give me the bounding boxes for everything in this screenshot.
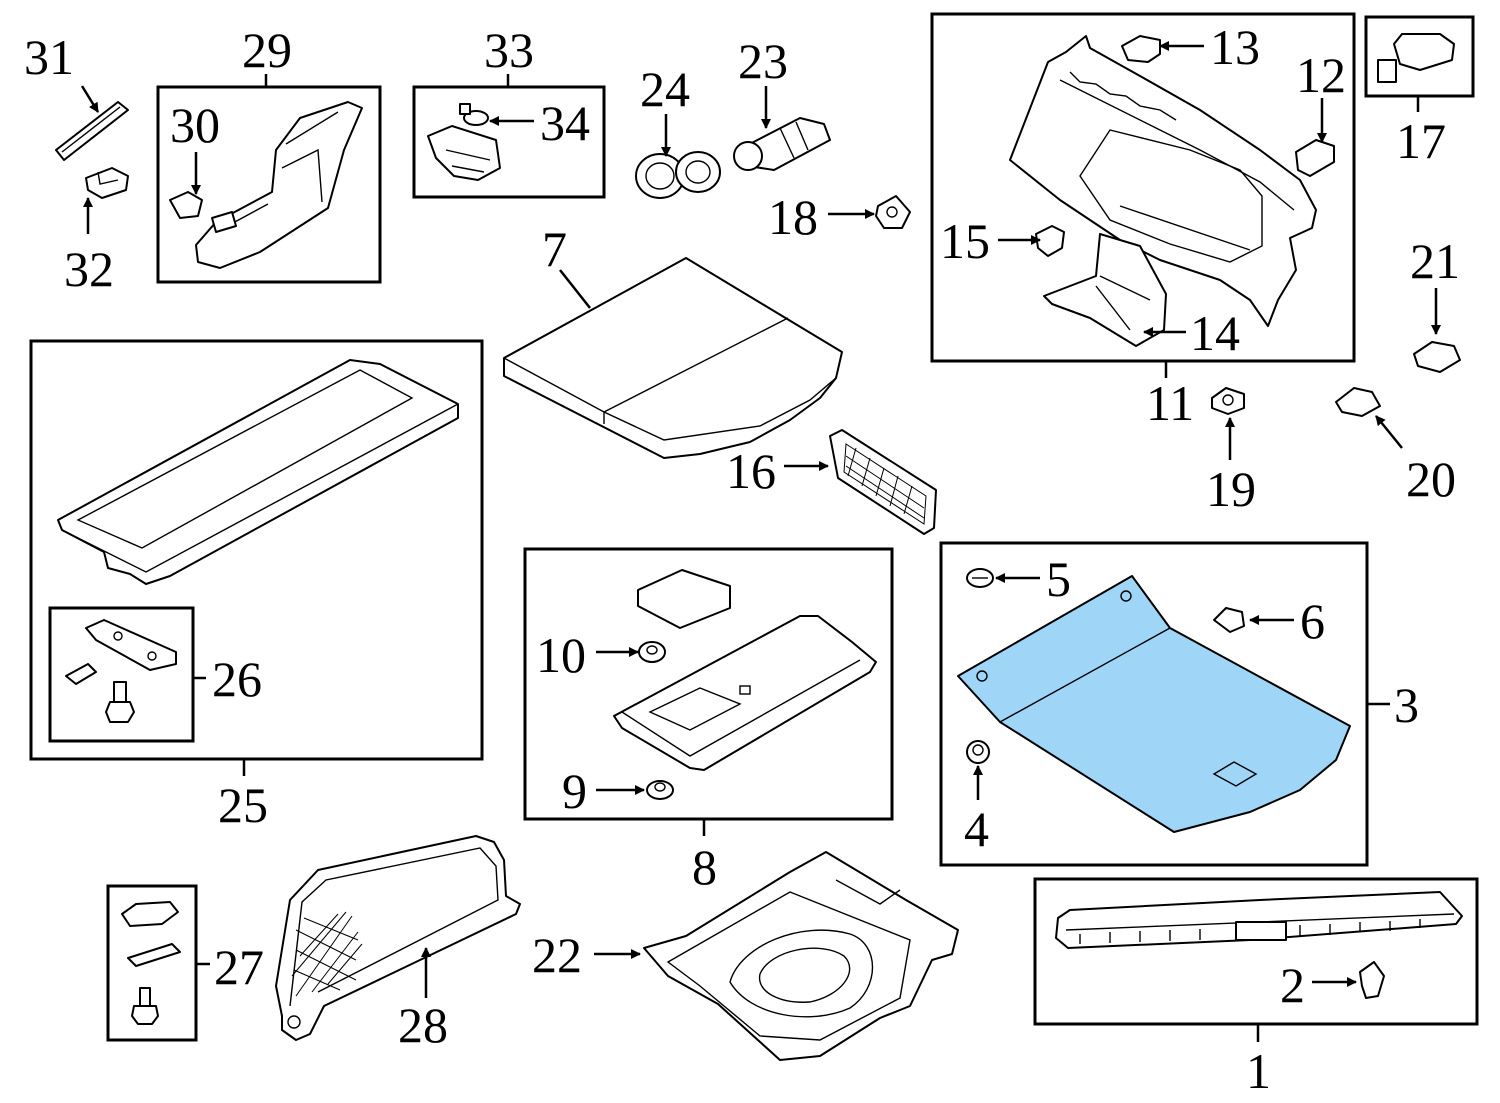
part-5-fastener[interactable] (966, 568, 994, 588)
callout-1: 1 (1246, 1043, 1271, 1099)
part-24-socket-ring[interactable] (635, 151, 721, 199)
callout-8: 8 (692, 839, 717, 895)
part-27-bracket-kit[interactable] (121, 901, 181, 1025)
callout-4: 4 (964, 801, 989, 857)
group-box-29 (156, 85, 382, 284)
part-17-bracket[interactable] (1377, 33, 1455, 83)
part-28-side-net-panel[interactable] (275, 835, 521, 1041)
callout-14: 14 (1190, 305, 1240, 361)
callout-26: 26 (212, 651, 262, 707)
callout-33: 33 (484, 22, 534, 78)
callout-34: 34 (540, 95, 590, 151)
callout-15: 15 (940, 213, 990, 269)
part-30-clip[interactable] (169, 191, 203, 219)
part-4-fastener[interactable] (966, 740, 990, 764)
part-8-floor-panel[interactable] (613, 569, 877, 771)
part-29-side-trim-panel[interactable] (195, 101, 363, 269)
part-13-clip[interactable] (1121, 35, 1161, 63)
part-21-clip[interactable] (1413, 341, 1461, 373)
callout-31: 31 (24, 29, 74, 85)
group-box-25 (29, 339, 484, 761)
callout-27: 27 (214, 939, 264, 995)
callout-23: 23 (738, 33, 788, 89)
callout-21: 21 (1410, 233, 1460, 289)
part-18-clip[interactable] (875, 195, 911, 229)
part-7-load-floor[interactable] (503, 257, 843, 459)
group-box-17 (1364, 15, 1475, 98)
part-10-grommet[interactable] (638, 641, 666, 663)
part-23-power-socket[interactable] (733, 117, 831, 171)
callout-20: 20 (1406, 451, 1456, 507)
callout-12: 12 (1296, 47, 1346, 103)
part-11-quarter-trim-panel[interactable] (1009, 35, 1317, 327)
callout-13: 13 (1210, 19, 1260, 75)
part-12-clip[interactable] (1295, 139, 1335, 177)
callout-6: 6 (1300, 593, 1325, 649)
part-22-spare-tire-tray[interactable] (643, 851, 959, 1061)
callout-19: 19 (1206, 461, 1256, 517)
part-2-clip[interactable] (1359, 961, 1385, 999)
part-20-clip[interactable] (1335, 387, 1381, 417)
callout-2: 2 (1280, 957, 1305, 1013)
callout-25: 25 (218, 777, 268, 833)
part-31-trim-strip[interactable] (55, 101, 129, 161)
callout-11: 11 (1146, 375, 1194, 431)
callout-30: 30 (170, 97, 220, 153)
group-box-26 (48, 606, 195, 743)
callout-17: 17 (1396, 113, 1446, 169)
callout-16: 16 (726, 443, 776, 499)
callout-9: 9 (562, 763, 587, 819)
callout-18: 18 (768, 189, 818, 245)
part-34-bulb[interactable] (459, 103, 489, 126)
part-26-hinge-kit[interactable] (65, 619, 177, 723)
callout-7: 7 (542, 221, 567, 277)
part-16-cargo-net[interactable] (829, 429, 937, 535)
part-6-clip[interactable] (1213, 607, 1245, 633)
group-box-11 (930, 12, 1356, 363)
group-box-8 (523, 547, 894, 821)
callout-24: 24 (640, 61, 690, 117)
callout-32: 32 (64, 241, 114, 297)
callout-5: 5 (1046, 551, 1071, 607)
part-14-storage-bin[interactable] (1043, 233, 1167, 347)
part-25-package-tray[interactable] (57, 359, 459, 585)
part-3-floor-mat[interactable] (957, 575, 1351, 833)
callout-22: 22 (532, 927, 582, 983)
part-32-clip[interactable] (85, 167, 129, 199)
callout-10: 10 (536, 627, 586, 683)
part-1-sill-plate[interactable] (1055, 891, 1463, 949)
group-box-1 (1033, 877, 1479, 1026)
part-15-clip[interactable] (1035, 225, 1065, 257)
callout-leaders (80, 41, 1441, 1042)
part-33-lamp[interactable] (427, 125, 501, 181)
callout-28: 28 (398, 997, 448, 1053)
part-19-nut[interactable] (1211, 387, 1245, 415)
callout-29: 29 (242, 22, 292, 78)
callout-3: 3 (1394, 677, 1419, 733)
part-9-grommet[interactable] (646, 780, 674, 800)
